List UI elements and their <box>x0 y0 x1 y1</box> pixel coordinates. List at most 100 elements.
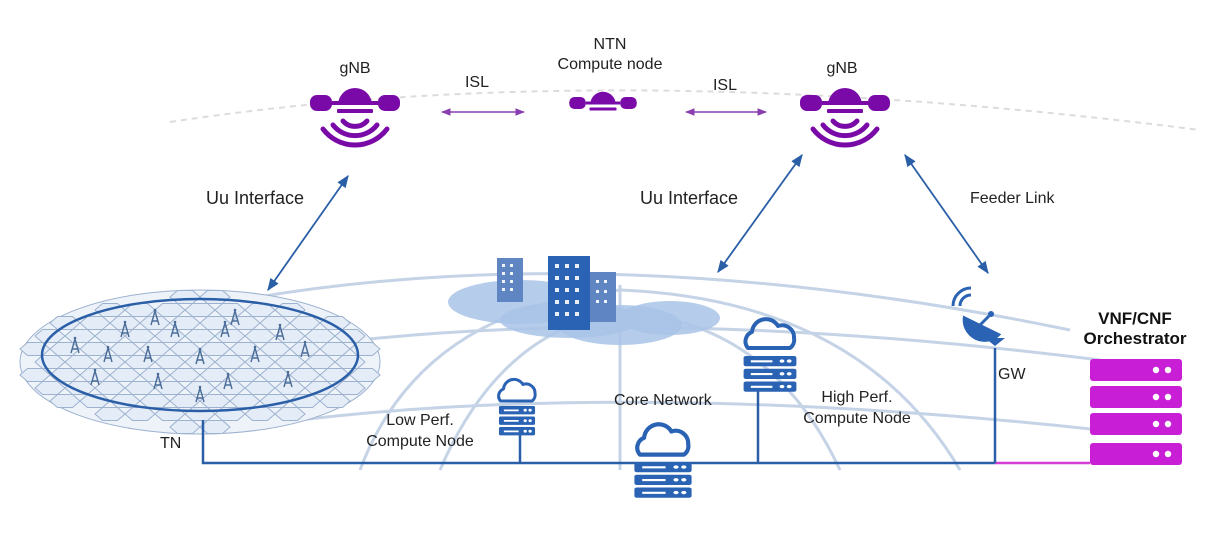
hex-cell <box>79 342 111 356</box>
hex-cell <box>214 355 246 369</box>
hex-cell <box>34 381 66 395</box>
hex-cell <box>199 342 231 356</box>
hex-cell <box>319 368 351 382</box>
ntn-label-line1: NTN <box>593 36 627 53</box>
satellite-icon <box>800 88 890 145</box>
hex-cell <box>124 329 156 343</box>
hex-cell <box>184 355 216 369</box>
hex-cell <box>199 290 231 304</box>
core-network-node <box>634 424 692 498</box>
cloud-icon <box>637 424 688 454</box>
hex-cell <box>274 355 306 369</box>
low-perf-compute-node <box>497 377 537 436</box>
hex-cell <box>184 407 216 421</box>
hex-cell <box>139 316 171 330</box>
uu-interface-right-label: Uu Interface <box>640 188 739 208</box>
hex-cell <box>259 316 291 330</box>
low-perf-label-line2: Compute Node <box>366 433 474 450</box>
hex-cell <box>229 316 261 330</box>
hex-cell <box>169 290 201 304</box>
hex-cell <box>169 368 201 382</box>
satellite-icon <box>310 88 400 145</box>
uu-interface-left-label: Uu Interface <box>206 188 305 208</box>
city-cluster <box>448 256 720 345</box>
hex-cell <box>154 303 186 317</box>
feeder-link-label: Feeder Link <box>970 190 1055 207</box>
hex-cell <box>334 355 366 369</box>
hex-cell <box>154 381 186 395</box>
hex-cell <box>199 394 231 408</box>
hex-cell <box>244 329 276 343</box>
core-network-label: Core Network <box>614 392 712 409</box>
ntn-label-line2: Compute node <box>557 56 663 73</box>
hex-cell <box>79 316 111 330</box>
hex-cell <box>64 355 96 369</box>
uu-link-right <box>717 153 803 274</box>
hex-cell <box>94 407 126 421</box>
satellite-icon <box>569 91 637 111</box>
high-perf-label-line2: Compute Node <box>803 410 911 427</box>
hex-cell <box>109 342 141 356</box>
hex-cell <box>49 368 81 382</box>
hex-cell <box>49 394 81 408</box>
building-icon <box>497 256 616 330</box>
hex-cell <box>259 342 291 356</box>
satellite-dish-icon <box>951 286 1005 346</box>
hex-cell <box>274 407 306 421</box>
isl-right-label: ISL <box>712 77 737 94</box>
hex-cell <box>169 394 201 408</box>
hex-cell <box>139 368 171 382</box>
vnf-cnf-orchestrator <box>1090 359 1182 465</box>
hex-cell <box>154 329 186 343</box>
feeder-link <box>904 153 989 275</box>
hex-cell <box>214 303 246 317</box>
hex-cell <box>244 381 276 395</box>
hex-cell <box>109 368 141 382</box>
gnb-left-label: gNB <box>339 60 371 77</box>
hex-cell <box>319 316 351 330</box>
hex-cell <box>94 381 126 395</box>
hex-cell <box>244 355 276 369</box>
high-perf-label-line1: High Perf. <box>821 389 893 406</box>
server-stack-icon <box>498 406 536 436</box>
server-stack-icon <box>743 356 797 392</box>
hex-cell <box>184 329 216 343</box>
hex-cell <box>169 420 201 434</box>
hex-cell <box>19 368 51 382</box>
hex-cell <box>349 368 381 382</box>
gw-label: GW <box>998 366 1026 383</box>
hex-cell <box>124 381 156 395</box>
hex-cell <box>139 394 171 408</box>
uu-link-left <box>267 174 349 292</box>
backbone-network <box>201 348 1090 465</box>
hex-cell <box>34 355 66 369</box>
hex-cell <box>139 342 171 356</box>
hex-cell <box>289 368 321 382</box>
hex-cell <box>319 342 351 356</box>
hex-cell <box>289 316 321 330</box>
hex-cell <box>199 368 231 382</box>
hex-cell <box>199 420 231 434</box>
hex-cell <box>184 303 216 317</box>
isl-left-label: ISL <box>464 74 489 91</box>
hex-cell <box>229 368 261 382</box>
hex-cell <box>49 316 81 330</box>
hex-cell <box>214 329 246 343</box>
gnb-right-label: gNB <box>826 60 858 77</box>
low-perf-label-line1: Low Perf. <box>386 412 454 429</box>
hex-cell <box>229 394 261 408</box>
hex-cell <box>94 329 126 343</box>
orchestrator-label-line2: Orchestrator <box>1083 329 1187 348</box>
tn-label: TN <box>160 435 182 452</box>
hex-cell <box>304 329 336 343</box>
orchestrator-label-line1: VNF/CNF <box>1098 309 1172 328</box>
terrestrial-network-cells <box>19 289 381 435</box>
cloud-icon <box>497 377 537 403</box>
hex-cell <box>304 355 336 369</box>
hex-cell <box>319 394 351 408</box>
server-stack-icon <box>634 462 692 498</box>
hex-cell <box>169 342 201 356</box>
hex-cell <box>334 381 366 395</box>
